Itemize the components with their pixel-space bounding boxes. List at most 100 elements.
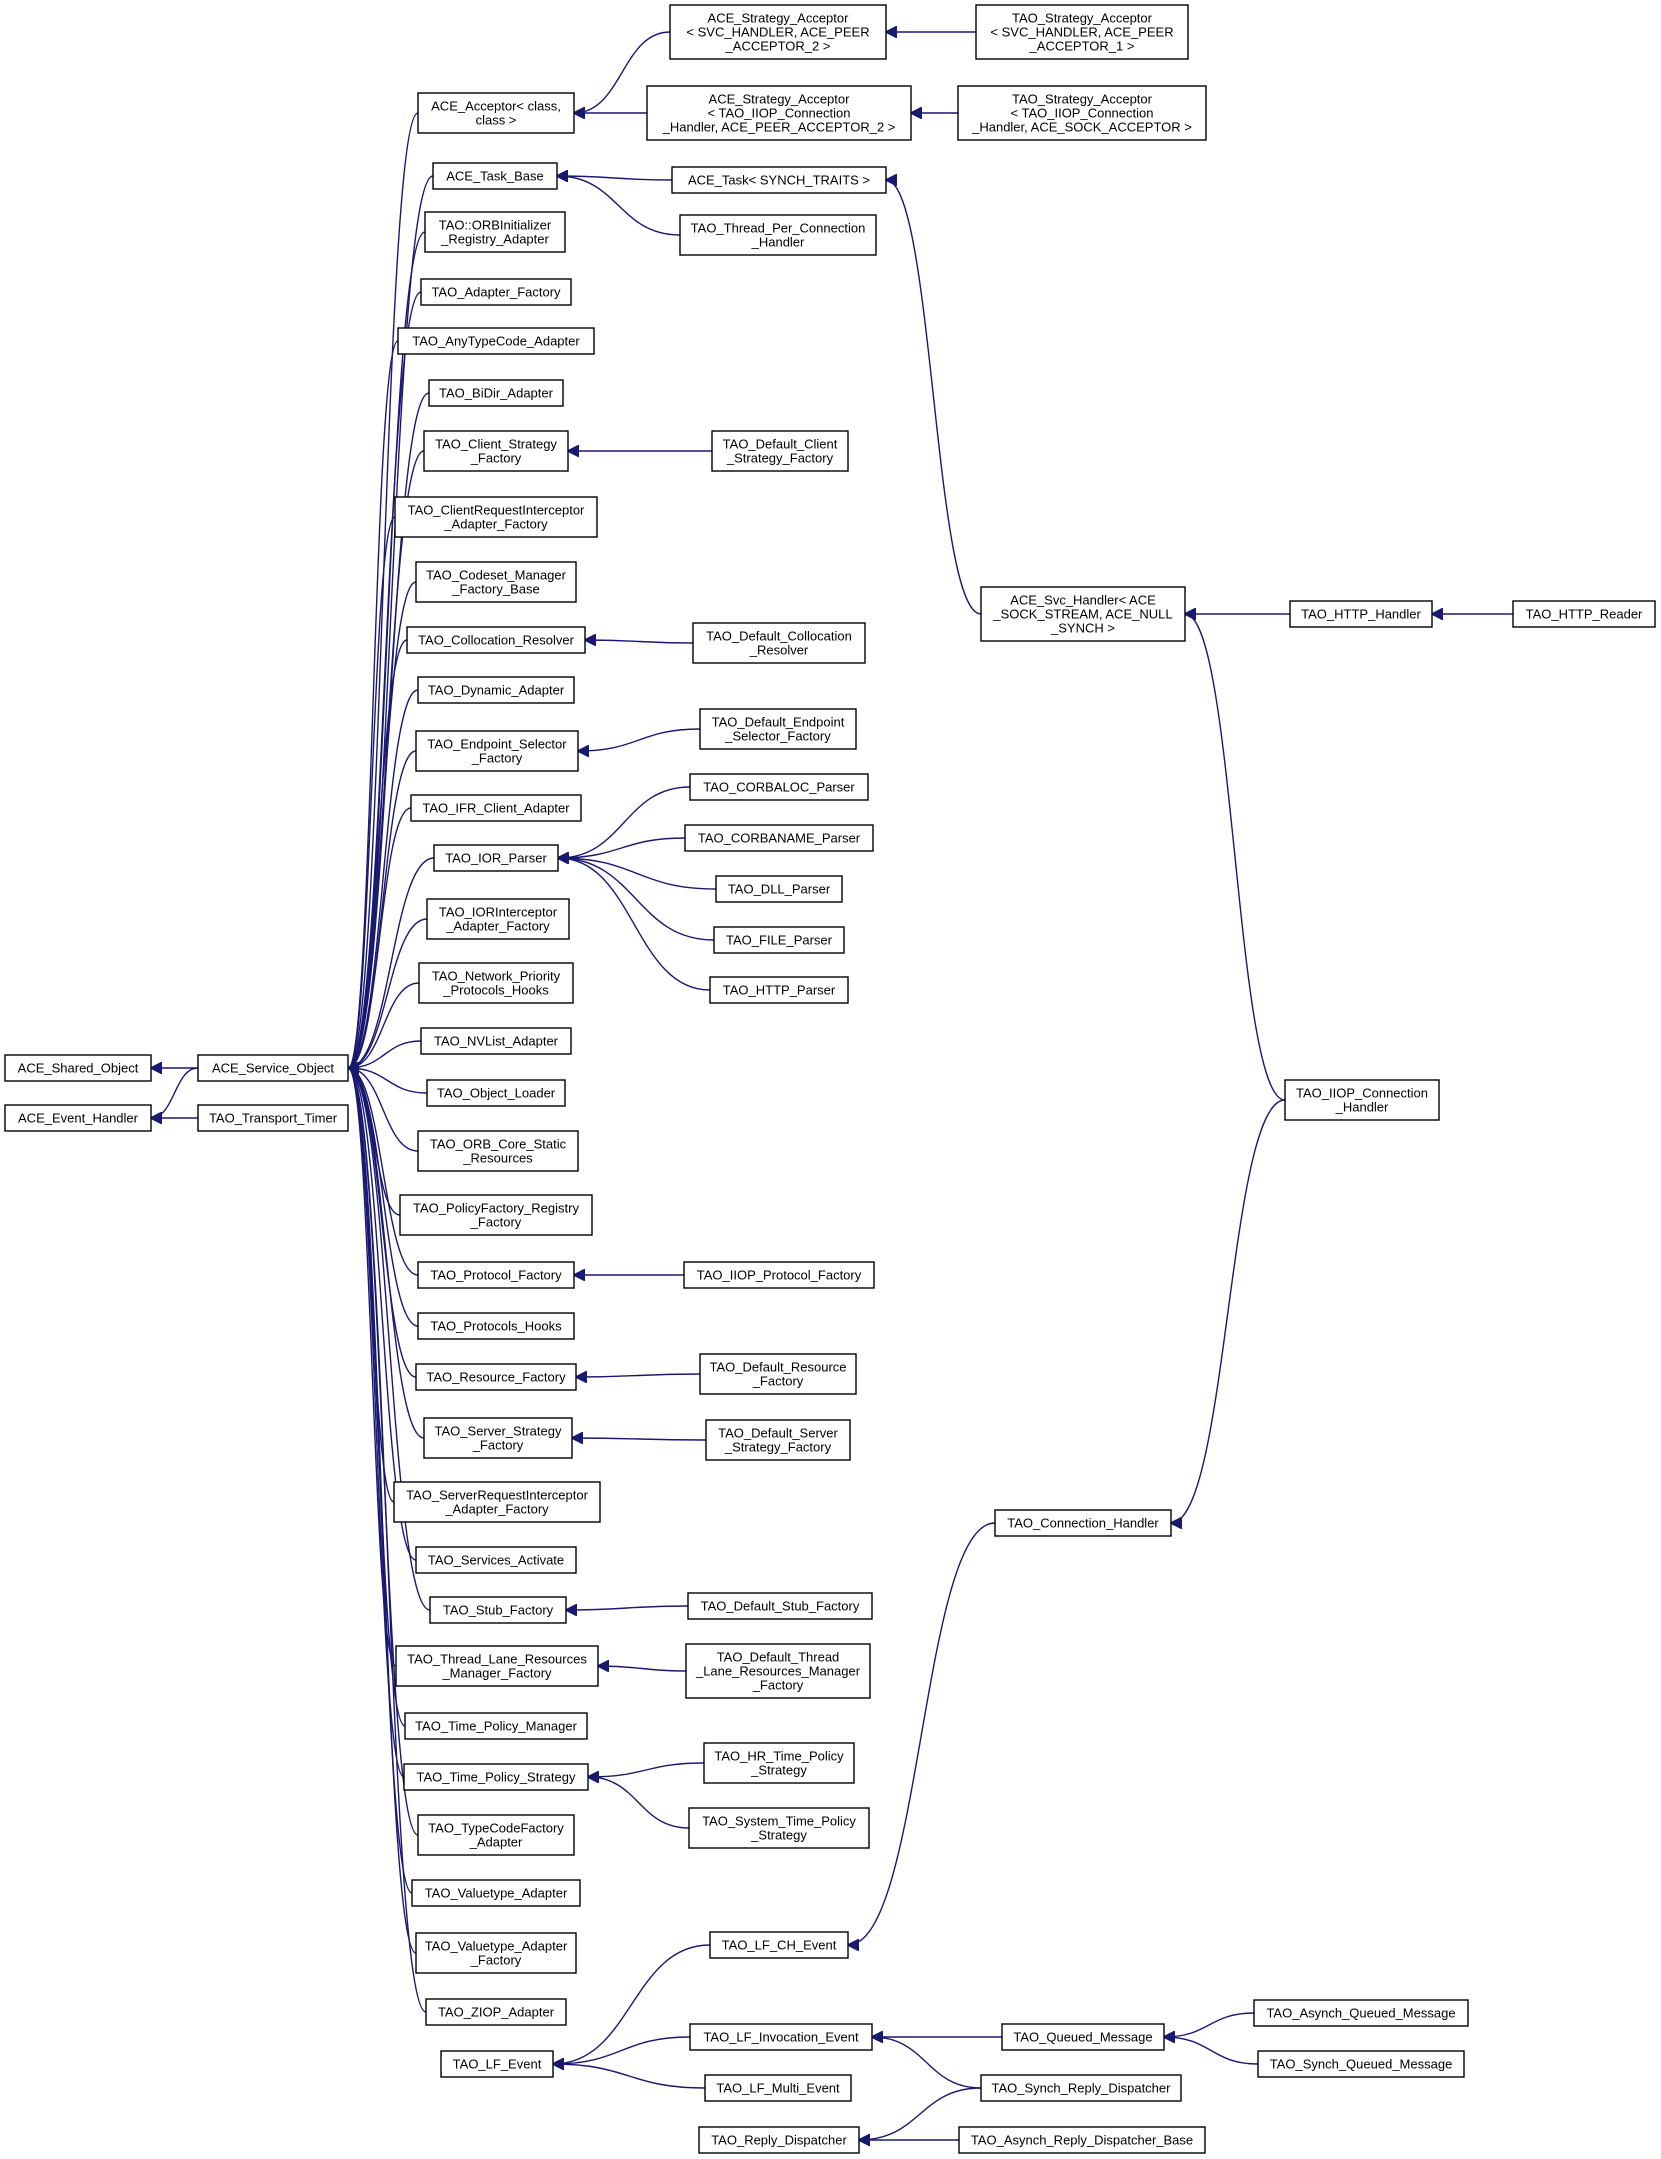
node-ace_task[interactable]: ACE_Task< SYNCH_TRAITS > bbox=[671, 166, 887, 194]
node-ace_task_base[interactable]: ACE_Task_Base bbox=[432, 162, 558, 190]
node-tao_http_handler[interactable]: TAO_HTTP_Handler bbox=[1289, 600, 1433, 628]
node-tao_time_policy_manager[interactable]: TAO_Time_Policy_Manager bbox=[404, 1712, 588, 1740]
edge-ace_task_base-to-ace_service_object bbox=[348, 175, 434, 1068]
node-tao_time_policy_strategy[interactable]: TAO_Time_Policy_Strategy bbox=[403, 1763, 589, 1791]
node-tao_hr_time_policy_strategy[interactable]: TAO_HR_Time_Policy_Strategy bbox=[703, 1742, 855, 1784]
node-tao_thread_lane_resources_manager_factory[interactable]: TAO_Thread_Lane_Resources_Manager_Factor… bbox=[395, 1645, 599, 1687]
node-tao_default_collocation_resolver[interactable]: TAO_Default_Collocation_Resolver bbox=[692, 622, 866, 664]
node-tao_system_time_policy_strategy[interactable]: TAO_System_Time_Policy_Strategy bbox=[688, 1807, 870, 1849]
node-tao_protocol_factory[interactable]: TAO_Protocol_Factory bbox=[417, 1261, 575, 1289]
node-tao_default_thread_lane_resources_manager_factory[interactable]: TAO_Default_Thread_Lane_Resources_Manage… bbox=[685, 1643, 871, 1699]
node-tao_valuetype_adapter_factory[interactable]: TAO_Valuetype_Adapter_Factory bbox=[415, 1932, 577, 1974]
node-tao_collocation_resolver[interactable]: TAO_Collocation_Resolver bbox=[406, 626, 586, 654]
node-ace_svc_handler[interactable]: ACE_Svc_Handler< ACE_SOCK_STREAM, ACE_NU… bbox=[980, 586, 1186, 642]
node-tao_asynch_queued_message[interactable]: TAO_Asynch_Queued_Message bbox=[1253, 1999, 1469, 2027]
node-ace_strategy_acceptor_2[interactable]: ACE_Strategy_Acceptor< TAO_IIOP_Connecti… bbox=[646, 85, 912, 141]
node-tao_protocols_hooks[interactable]: TAO_Protocols_Hooks bbox=[417, 1312, 575, 1340]
node-tao_corbaloc_parser[interactable]: TAO_CORBALOC_Parser bbox=[689, 773, 869, 801]
node-label: TAO_IIOP_Connection_Handler bbox=[1296, 1086, 1428, 1115]
node-tao_policyfactory_registry_factory[interactable]: TAO_PolicyFactory_Registry_Factory bbox=[399, 1194, 593, 1236]
node-tao_default_resource_factory[interactable]: TAO_Default_Resource_Factory bbox=[699, 1353, 857, 1395]
node-tao_ior_parser[interactable]: TAO_IOR_Parser bbox=[433, 844, 559, 872]
node-label: ACE_Task< SYNCH_TRAITS > bbox=[688, 173, 870, 188]
node-label: TAO_CORBALOC_Parser bbox=[703, 780, 855, 795]
node-tao_asynch_reply_dispatcher_base[interactable]: TAO_Asynch_Reply_Dispatcher_Base bbox=[958, 2126, 1206, 2154]
node-label: TAO_Object_Loader bbox=[437, 1086, 556, 1101]
node-tao_network_priority_protocols_hooks[interactable]: TAO_Network_Priority_Protocols_Hooks bbox=[418, 962, 574, 1004]
node-box bbox=[393, 1481, 601, 1523]
node-tao_reply_dispatcher[interactable]: TAO_Reply_Dispatcher bbox=[698, 2126, 860, 2154]
node-tao_iiop_protocol_factory[interactable]: TAO_IIOP_Protocol_Factory bbox=[683, 1261, 875, 1289]
node-box bbox=[709, 976, 849, 1004]
edge-tao_time_policy_strategy-to-ace_service_object bbox=[348, 1068, 405, 1778]
node-tao_server_strategy_factory[interactable]: TAO_Server_Strategy_Factory bbox=[423, 1417, 573, 1459]
node-ace_service_object[interactable]: ACE_Service_Object bbox=[197, 1054, 349, 1082]
node-box bbox=[715, 875, 843, 903]
node-tao_default_client_strategy_factory[interactable]: TAO_Default_Client_Strategy_Factory bbox=[711, 430, 849, 472]
node-label: TAO_Time_Policy_Manager bbox=[415, 1719, 578, 1734]
node-tao_iorinterceptor_adapter_factory[interactable]: TAO_IORInterceptor_Adapter_Factory bbox=[426, 898, 570, 940]
node-tao_lf_multi_event[interactable]: TAO_LF_Multi_Event bbox=[704, 2074, 852, 2102]
node-tao_orb_core_static_resources[interactable]: TAO_ORB_Core_Static_Resources bbox=[417, 1130, 579, 1172]
node-tao_iiop_connection_handler[interactable]: TAO_IIOP_Connection_Handler bbox=[1284, 1079, 1440, 1121]
node-tao_resource_factory[interactable]: TAO_Resource_Factory bbox=[415, 1363, 577, 1391]
node-tao_default_server_strategy_factory[interactable]: TAO_Default_Server_Strategy_Factory bbox=[705, 1419, 851, 1461]
node-box bbox=[698, 2126, 860, 2154]
node-tao_valuetype_adapter[interactable]: TAO_Valuetype_Adapter bbox=[411, 1879, 581, 1907]
node-tao_codeset_manager_factory_base[interactable]: TAO_Codeset_Manager_Factory_Base bbox=[415, 561, 577, 603]
node-label: TAO_LF_Invocation_Event bbox=[703, 2030, 859, 2045]
node-tao_nvlist_adapter[interactable]: TAO_NVList_Adapter bbox=[420, 1027, 572, 1055]
node-ace_shared_object[interactable]: ACE_Shared_Object bbox=[4, 1054, 152, 1082]
node-label: ACE_Shared_Object bbox=[18, 1061, 139, 1076]
node-ace_event_handler[interactable]: ACE_Event_Handler bbox=[4, 1104, 152, 1132]
node-tao_default_stub_factory[interactable]: TAO_Default_Stub_Factory bbox=[687, 1592, 873, 1620]
node-tao_file_parser[interactable]: TAO_FILE_Parser bbox=[713, 926, 845, 954]
node-tao_serverrequestinterceptor_adapter_factory[interactable]: TAO_ServerRequestInterceptor_Adapter_Fac… bbox=[393, 1481, 601, 1523]
node-tao_dynamic_adapter[interactable]: TAO_Dynamic_Adapter bbox=[417, 676, 575, 704]
node-tao_services_activate[interactable]: TAO_Services_Activate bbox=[415, 1546, 577, 1574]
node-box bbox=[703, 1742, 855, 1784]
node-tao_anytypecode_adapter[interactable]: TAO_AnyTypeCode_Adapter bbox=[397, 327, 595, 355]
node-ace_acceptor[interactable]: ACE_Acceptor< class,class > bbox=[417, 92, 575, 134]
node-label: TAO_Queued_Message bbox=[1013, 2030, 1152, 2045]
node-box bbox=[1284, 1079, 1440, 1121]
node-tao_corbaname_parser[interactable]: TAO_CORBANAME_Parser bbox=[684, 824, 874, 852]
node-label: TAO_Dynamic_Adapter bbox=[428, 683, 565, 698]
node-tao_orbinitializer_registry_adapter[interactable]: TAO::ORBInitializer_Registry_Adapter bbox=[424, 211, 566, 253]
node-tao_ziop_adapter[interactable]: TAO_ZIOP_Adapter bbox=[425, 1998, 567, 2026]
node-tao_typecodefactory_adapter[interactable]: TAO_TypeCodeFactory_Adapter bbox=[417, 1814, 575, 1856]
node-box bbox=[684, 824, 874, 852]
node-tao_connection_handler[interactable]: TAO_Connection_Handler bbox=[994, 1509, 1172, 1537]
node-tao_dll_parser[interactable]: TAO_DLL_Parser bbox=[715, 875, 843, 903]
node-tao_client_strategy_factory[interactable]: TAO_Client_Strategy_Factory bbox=[423, 430, 569, 472]
node-box bbox=[426, 1079, 566, 1107]
edge-ace_task-to-ace_task_base bbox=[557, 176, 673, 180]
node-box bbox=[415, 1546, 577, 1574]
node-tao_queued_message[interactable]: TAO_Queued_Message bbox=[1001, 2023, 1165, 2051]
node-tao_lf_event[interactable]: TAO_LF_Event bbox=[440, 2050, 554, 2078]
node-box bbox=[1257, 2050, 1465, 2078]
node-tao_lf_invocation_event[interactable]: TAO_LF_Invocation_Event bbox=[689, 2023, 873, 2051]
node-tao_ifr_client_adapter[interactable]: TAO_IFR_Client_Adapter bbox=[410, 794, 582, 822]
node-box bbox=[417, 1130, 579, 1172]
node-tao_thread_per_connection_handler[interactable]: TAO_Thread_Per_Connection_Handler bbox=[679, 214, 877, 256]
node-tao_synch_queued_message[interactable]: TAO_Synch_Queued_Message bbox=[1257, 2050, 1465, 2078]
node-tao_synch_reply_dispatcher[interactable]: TAO_Synch_Reply_Dispatcher bbox=[980, 2074, 1182, 2102]
node-tao_bidir_adapter[interactable]: TAO_BiDir_Adapter bbox=[428, 379, 564, 407]
node-tao_strategy_acceptor_2[interactable]: TAO_Strategy_Acceptor< TAO_IIOP_Connecti… bbox=[957, 85, 1207, 141]
node-label: TAO_IOR_Parser bbox=[445, 851, 547, 866]
node-tao_endpoint_selector_factory[interactable]: TAO_Endpoint_Selector_Factory bbox=[415, 730, 579, 772]
node-tao_stub_factory[interactable]: TAO_Stub_Factory bbox=[429, 1596, 567, 1624]
node-tao_strategy_acceptor_1[interactable]: TAO_Strategy_Acceptor< SVC_HANDLER, ACE_… bbox=[975, 4, 1189, 60]
node-tao_http_parser[interactable]: TAO_HTTP_Parser bbox=[709, 976, 849, 1004]
node-tao_object_loader[interactable]: TAO_Object_Loader bbox=[426, 1079, 566, 1107]
node-tao_adapter_factory[interactable]: TAO_Adapter_Factory bbox=[420, 278, 572, 306]
node-tao_lf_ch_event[interactable]: TAO_LF_CH_Event bbox=[709, 1931, 849, 1959]
node-tao_default_endpoint_selector_factory[interactable]: TAO_Default_Endpoint_Selector_Factory bbox=[699, 708, 857, 750]
node-tao_http_reader[interactable]: TAO_HTTP_Reader bbox=[1512, 600, 1656, 628]
node-tao_clientrequestinterceptor_adapter_factory[interactable]: TAO_ClientRequestInterceptor_Adapter_Fac… bbox=[394, 496, 598, 538]
inheritance-edges bbox=[151, 32, 1514, 2140]
edge-tao_iiop_connection_handler-to-ace_svc_handler bbox=[1185, 614, 1286, 1101]
node-ace_strategy_acceptor_1[interactable]: ACE_Strategy_Acceptor< SVC_HANDLER, ACE_… bbox=[669, 4, 887, 60]
node-tao_transport_timer[interactable]: TAO_Transport_Timer bbox=[197, 1104, 349, 1132]
